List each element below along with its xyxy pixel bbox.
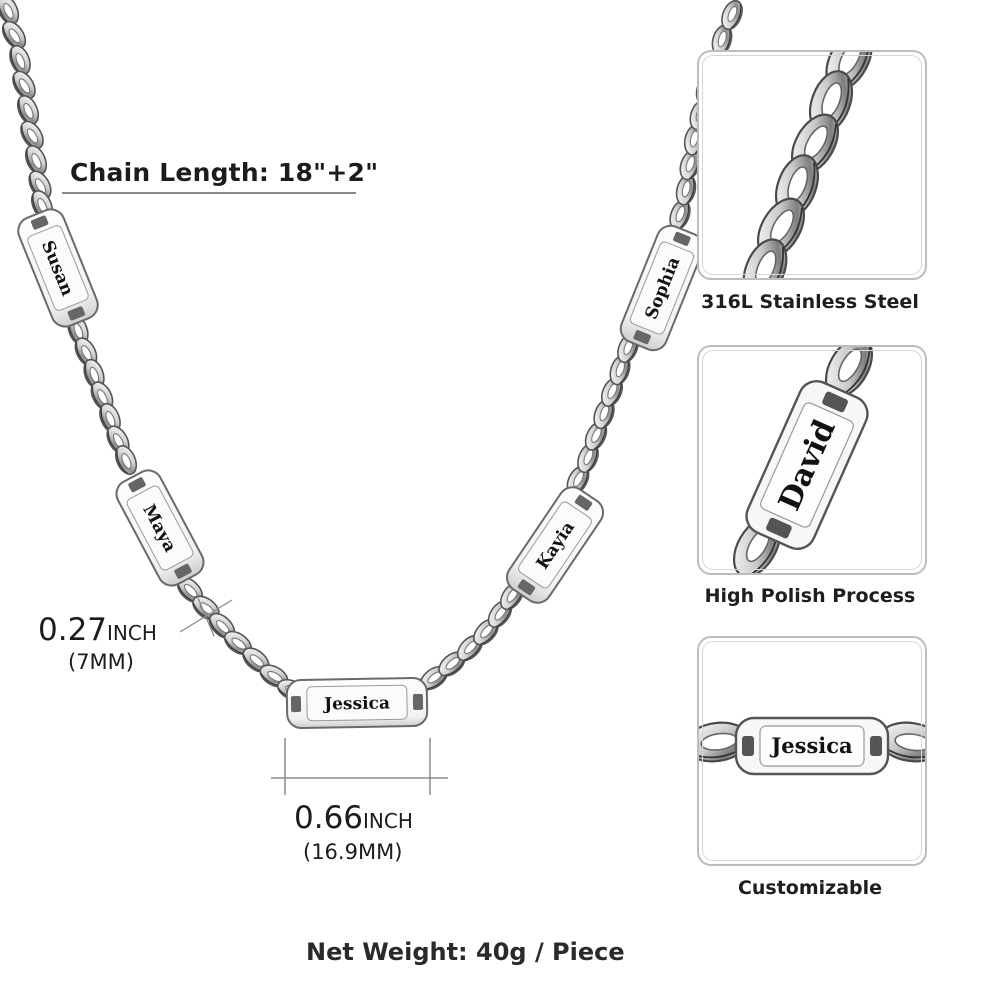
feature-tag-name-jessica: Jessica <box>769 733 853 758</box>
chain-left-upper <box>0 0 58 224</box>
feature-panel-customizable: Jessica <box>697 636 927 866</box>
net-weight-label: Net Weight: 40g / Piece <box>306 938 625 966</box>
tag-name-jessica: Jessica <box>322 693 390 714</box>
chain-length-underline <box>62 192 356 194</box>
feature-panel-high-polish: David <box>697 345 927 575</box>
curb-chain-closeup-image <box>734 52 882 278</box>
tag-susan: Susan <box>17 208 99 328</box>
feature-panel-stainless-steel <box>697 50 927 280</box>
feature-caption-customizable: Customizable <box>737 877 883 899</box>
tag-jessica: Jessica <box>285 677 429 729</box>
chain-left-middle <box>63 312 142 479</box>
tag-sophia: Sophia <box>619 224 705 352</box>
tag-maya: Maya <box>115 469 205 587</box>
engraved-tag-david-image: David <box>723 347 883 573</box>
chain-width-value: 0.27 <box>38 612 108 648</box>
feature-caption-stainless-steel: 316L Stainless Steel <box>701 291 919 313</box>
tag-kayia: Kayia <box>505 486 605 604</box>
chain-width-unit: INCH <box>107 621 157 645</box>
chain-width-mm: (7MM) <box>68 650 134 674</box>
chain-width-label: 0.27INCH <box>38 612 157 648</box>
chain-right-middle <box>562 329 643 499</box>
tag-length-mm: (16.9MM) <box>303 840 403 864</box>
tag-length-label: 0.66INCH <box>294 800 413 836</box>
tag-length-unit: INCH <box>363 809 413 833</box>
engraved-tag-jessica-image: Jessica <box>699 716 925 776</box>
chain-width-marker <box>179 597 233 637</box>
chain-left-lower <box>172 572 311 706</box>
tag-length-marker <box>271 738 448 795</box>
chain-length-label: Chain Length: 18"+2" <box>70 158 379 187</box>
feature-caption-high-polish: High Polish Process <box>704 585 916 607</box>
tag-length-value: 0.66 <box>294 800 364 836</box>
